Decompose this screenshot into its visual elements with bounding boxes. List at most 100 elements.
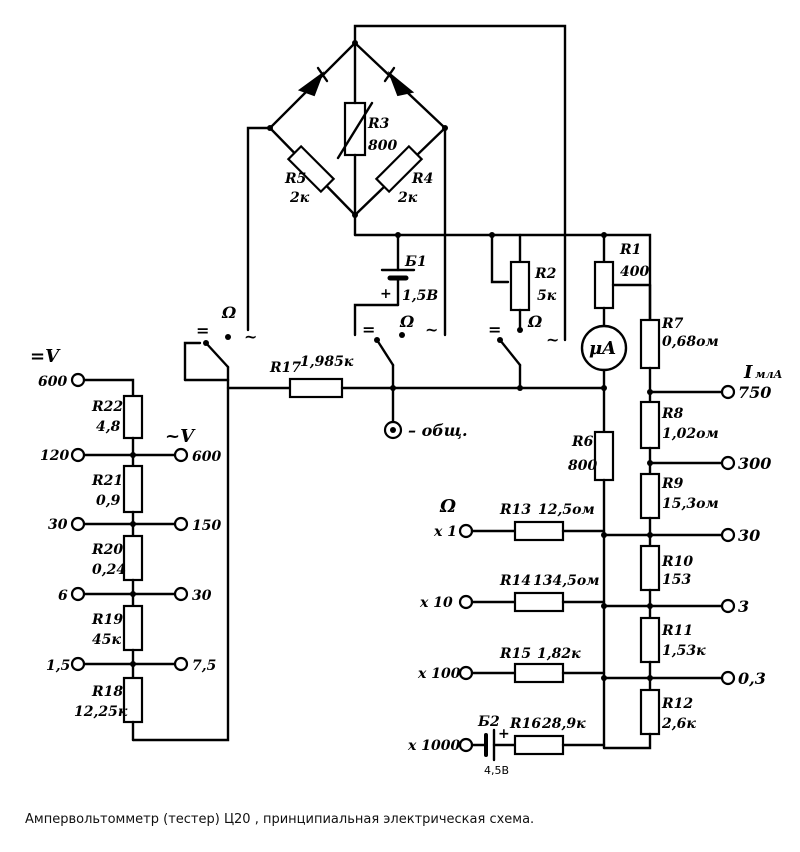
- switch-middle: [374, 332, 405, 390]
- r9-value: 15,3ом: [662, 496, 719, 512]
- b2-plus: +: [498, 726, 510, 742]
- ohm-label-x10: x 10: [419, 595, 453, 611]
- acv-terminal-150[interactable]: [173, 516, 189, 532]
- sw-right-ac: ~: [546, 330, 559, 349]
- r11-name: R11: [661, 623, 693, 639]
- r1-name: R1: [619, 242, 641, 258]
- r4-name: R4: [411, 171, 433, 187]
- dcv-terminal-600[interactable]: [70, 372, 86, 388]
- r3-name: R3: [367, 116, 390, 132]
- resistor-r8: [639, 400, 661, 450]
- ma-terminal-750[interactable]: [720, 384, 736, 400]
- r19-name: R19: [91, 612, 123, 628]
- dcv-terminal-30[interactable]: [70, 516, 86, 532]
- r7-value: 0,68ом: [662, 334, 719, 350]
- dcv-label-6: 6: [58, 588, 68, 604]
- b2-value: 4,5В: [484, 764, 509, 777]
- acv-label-30: 30: [192, 588, 212, 604]
- ma-label-3: 3: [738, 597, 749, 616]
- r8-name: R8: [661, 406, 684, 422]
- acv-terminal-30[interactable]: [173, 586, 189, 602]
- r9-name: R9: [661, 476, 684, 492]
- resistor-r9: [639, 472, 661, 520]
- r16-value: 28,9к: [541, 716, 586, 732]
- b2-name: Б2: [477, 714, 500, 730]
- sw-left-ohm: Ω: [221, 303, 237, 322]
- r13-name: R13: [499, 502, 531, 518]
- resistor-r21: [122, 464, 144, 514]
- r14-value: 134,5ом: [533, 573, 600, 589]
- dcv-terminal-6[interactable]: [70, 586, 86, 602]
- diode-d2: [387, 70, 415, 97]
- sw-left-dc: =: [196, 321, 209, 340]
- dcv-terminal-120[interactable]: [70, 447, 86, 463]
- acv-label-600: 600: [192, 449, 221, 465]
- r15-value: 1,82к: [537, 646, 581, 662]
- ma-label-30: 30: [738, 526, 760, 545]
- acv-terminal-7.5[interactable]: [173, 656, 189, 672]
- r14-name: R14: [499, 573, 531, 589]
- r21-value: 0,9: [96, 493, 121, 509]
- resistor-r19: [122, 604, 144, 652]
- ma-label-0.3: 0,3: [738, 669, 766, 688]
- r19-value: 45к: [92, 632, 121, 648]
- battery-b1: [353, 233, 416, 337]
- sw-right-ohm: Ω: [527, 312, 543, 331]
- ma-terminal-3[interactable]: [720, 598, 736, 614]
- ohm-ranges: [458, 520, 606, 762]
- sw-right-dc: =: [488, 320, 501, 339]
- switch-right: [497, 327, 523, 390]
- r10-value: 153: [662, 572, 691, 588]
- r10-name: R10: [661, 554, 693, 570]
- acv-terminal-600[interactable]: [173, 447, 189, 463]
- acv-label-150: 150: [192, 518, 221, 534]
- ohm-terminal-x10[interactable]: [458, 594, 474, 610]
- r21-name: R21: [91, 473, 123, 489]
- resistor-r4: [374, 144, 424, 194]
- acv-label-7.5: 7,5: [192, 658, 216, 674]
- diode-d1: [297, 71, 325, 97]
- ohm-terminal-x1[interactable]: [458, 523, 474, 539]
- r11-value: 1,53к: [662, 643, 706, 659]
- r22-name: R22: [91, 399, 123, 415]
- resistor-r10: [639, 544, 661, 592]
- meter-symbol: μA: [589, 338, 616, 359]
- resistor-r15: [513, 662, 565, 684]
- common-label: – общ.: [408, 421, 468, 440]
- ma-terminal-0.3[interactable]: [720, 670, 736, 686]
- r7-name: R7: [661, 316, 684, 332]
- resistor-r16: [513, 734, 565, 756]
- shunt-chain: [602, 283, 661, 750]
- r2-value: 5к: [537, 288, 557, 304]
- ohm-terminal-x1000[interactable]: [458, 737, 474, 753]
- sw-mid-ohm: Ω: [399, 312, 415, 331]
- dcv-label-120: 120: [40, 448, 69, 464]
- resistor-r1: [593, 233, 652, 327]
- ma-symbol: I: [743, 362, 753, 383]
- resistor-r22: [122, 394, 144, 440]
- ma-terminals: [601, 384, 736, 686]
- r16-name: R16: [509, 716, 541, 732]
- r6-name: R6: [571, 434, 594, 450]
- resistor-r2: [490, 233, 531, 332]
- resistor-r13: [513, 520, 565, 542]
- ohm-label-x1000: x 1000: [407, 738, 460, 754]
- b1-value: 1,5В: [402, 288, 438, 304]
- ma-terminal-300[interactable]: [720, 455, 736, 471]
- sw-mid-ac: ~: [425, 320, 438, 339]
- ohm-terminal-x100[interactable]: [458, 665, 474, 681]
- voltage-divider: [70, 372, 189, 742]
- resistor-r14: [513, 591, 565, 613]
- ma-unit: млА: [755, 368, 783, 381]
- resistor-r7: [639, 318, 661, 370]
- figure-caption: Ампервольтомметр (тестер) Ц20 , принципи…: [25, 812, 535, 827]
- ohm-label-x100: x 100: [417, 666, 461, 682]
- r15-name: R15: [499, 646, 531, 662]
- switch-left: [183, 334, 231, 382]
- r12-value: 2,6к: [661, 716, 696, 732]
- r6-value: 800: [568, 458, 597, 474]
- dcv-terminal-1.5[interactable]: [70, 656, 86, 672]
- r3-value: 800: [368, 138, 397, 154]
- ma-terminal-30[interactable]: [720, 527, 736, 543]
- microammeter: [580, 324, 628, 390]
